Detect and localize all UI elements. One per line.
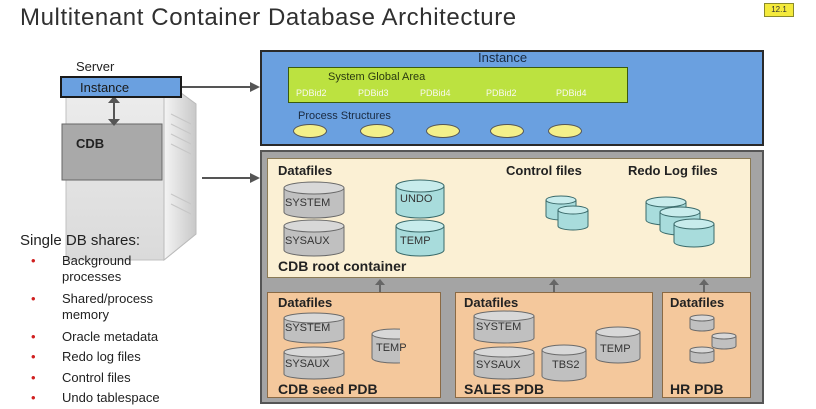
seed-cylinders [283,312,400,380]
version-badge: 12.1 [764,3,794,17]
sales-cylinders [473,310,641,382]
sga-pdbid: PDBid3 [358,88,389,98]
hr-pdb-label: HR PDB [670,381,724,397]
server-instance-box: Instance [60,76,182,98]
sales-sysaux-label: SYSAUX [476,359,521,371]
page-title: Multitenant Container Database Architect… [20,4,517,31]
cdb-label: CDB [76,136,105,151]
cdb-root-container-label: CDB root container [278,258,407,274]
root-temp-label: TEMP [400,235,431,247]
shares-item: Redo log files [62,349,141,364]
seed-temp-label: TEMP [376,342,407,354]
root-system-label: SYSTEM [285,197,331,209]
shares-item: processes [62,269,122,284]
process-oval [490,124,524,138]
shares-item: Undo tablespace [62,390,160,405]
sales-pdb-label: SALES PDB [464,381,545,397]
sales-system-label: SYSTEM [476,321,522,333]
process-oval [360,124,394,138]
shares-list: • Background processes • Shared/process … [22,253,222,409]
seed-pdb-label: CDB seed PDB [278,381,378,397]
sga-pdbid: PDBid2 [486,88,517,98]
shares-item: Shared/process [62,291,154,306]
bullet-icon: • [31,253,36,268]
shares-item: Control files [62,370,131,385]
shares-heading: Single DB shares: [20,232,141,249]
sales-tbs2-label: TBS2 [552,359,580,371]
root-undo-label: UNDO [400,193,433,205]
server-label: Server [76,59,115,74]
process-oval [293,124,327,138]
seed-system-label: SYSTEM [285,322,331,334]
cdb-seed-pdb [267,292,441,398]
process-oval [426,124,460,138]
shares-item: memory [62,307,109,322]
sga-pdbid: PDBid4 [556,88,587,98]
redo-log-cylinders [645,196,715,248]
process-structures-label: Process Structures [298,110,391,122]
bullet-icon: • [31,329,36,344]
sales-datafiles-label: Datafiles [464,295,519,310]
redo-log-files-label: Redo Log files [628,163,718,178]
bullet-icon: • [31,349,36,364]
seed-sysaux-label: SYSAUX [285,358,330,370]
seed-datafiles-label: Datafiles [278,295,333,310]
root-undo-temp-cylinders [395,179,445,257]
shares-item: Oracle metadata [62,329,159,344]
root-sysaux-label: SYSAUX [285,235,330,247]
hr-datafiles-label: Datafiles [670,295,725,310]
root-datafiles-label: Datafiles [278,163,333,178]
connector-arrows [182,82,260,183]
pdb-up-arrows [375,279,709,293]
instance-title: Instance [478,50,528,65]
bullet-icon: • [31,390,36,405]
server-instance-label: Instance [80,80,130,95]
sga-label: System Global Area [328,71,426,83]
hr-cylinders [689,314,737,364]
sga-pdbid: PDBid2 [296,88,327,98]
shares-item: Background [62,253,132,268]
control-files-cylinders [545,195,589,231]
control-files-label: Control files [506,163,582,178]
bullet-icon: • [31,370,36,385]
sales-temp-label: TEMP [600,343,631,355]
bullet-icon: • [31,291,36,306]
system-global-area [288,67,628,103]
root-datafile-cylinders [283,181,345,257]
sga-pdbid: PDBid4 [420,88,451,98]
process-oval [548,124,582,138]
